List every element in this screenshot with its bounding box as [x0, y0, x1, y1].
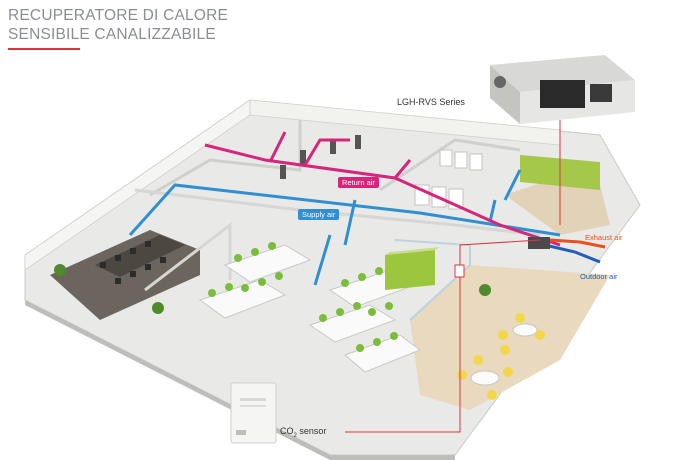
title-line-1: RECUPERATORE DI CALORE — [8, 7, 229, 24]
meeting-chairs — [100, 241, 166, 284]
return-air-duct — [204, 131, 561, 247]
office-chairs — [208, 242, 398, 352]
supply-air-label: Supply air — [302, 210, 336, 219]
ventilation-unit — [528, 237, 550, 249]
lgh-rvs-unit-image — [490, 55, 635, 124]
title-underline — [8, 48, 80, 50]
partition-walls-2 — [134, 188, 541, 237]
co2-sensor-on-wall — [454, 264, 465, 278]
exhaust-air-label: Exhaust air — [585, 233, 623, 242]
title-line-2: SENSIBILE CANALIZZABILE — [8, 26, 216, 43]
exhaust-air-duct — [549, 238, 606, 249]
leader-lines — [345, 120, 561, 433]
outdoor-air-label: Outdoor air — [580, 272, 618, 281]
page-title: RECUPERATORE DI CALORE SENSIBILE CANALIZ… — [8, 6, 228, 44]
return-air-tag: Return air — [338, 177, 379, 188]
partition-walls — [149, 120, 302, 197]
supply-air-tag: Supply air — [298, 209, 340, 220]
product-label: LGH-RVS Series — [397, 97, 465, 107]
plants — [54, 264, 491, 314]
meeting-table — [95, 235, 185, 277]
co2-sensor-image — [230, 382, 277, 444]
co2-sensor-label: CO2 sensor — [280, 426, 327, 439]
supply-air-duct — [128, 169, 561, 286]
storage-cabinets-top — [385, 247, 440, 255]
partition-walls-3 — [144, 221, 232, 292]
outdoor-air-duct — [544, 243, 601, 264]
cafe-tables — [470, 323, 538, 386]
workshop-machines — [280, 135, 361, 179]
storage-cabinets — [385, 250, 435, 290]
return-air-label: Return air — [342, 178, 375, 187]
glass-wall — [394, 239, 471, 321]
partition-walls-4 — [379, 138, 521, 192]
cafe-chairs — [457, 313, 545, 400]
